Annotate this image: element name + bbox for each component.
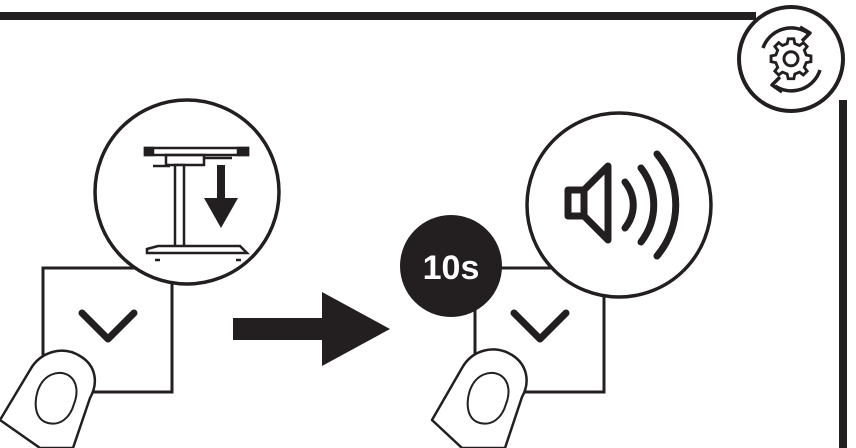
step-1 — [0, 98, 281, 448]
speaker-bubble — [525, 111, 713, 299]
desk-lowering-bubble — [93, 98, 281, 286]
timer-badge-label: 10s — [423, 249, 480, 287]
settings-cycle-icon — [737, 5, 845, 113]
right-arrow-icon — [233, 292, 390, 366]
chevron-down-icon — [78, 309, 138, 343]
finger-press-icon — [0, 349, 97, 448]
frame-border — [0, 12, 847, 448]
finger-press-icon — [430, 348, 528, 448]
chevron-down-icon — [510, 309, 570, 343]
desk-lowering-icon — [143, 146, 251, 262]
timer-badge: 10s — [400, 215, 502, 317]
speaker-sound-icon — [564, 150, 680, 260]
step-2: 10s — [400, 111, 713, 448]
